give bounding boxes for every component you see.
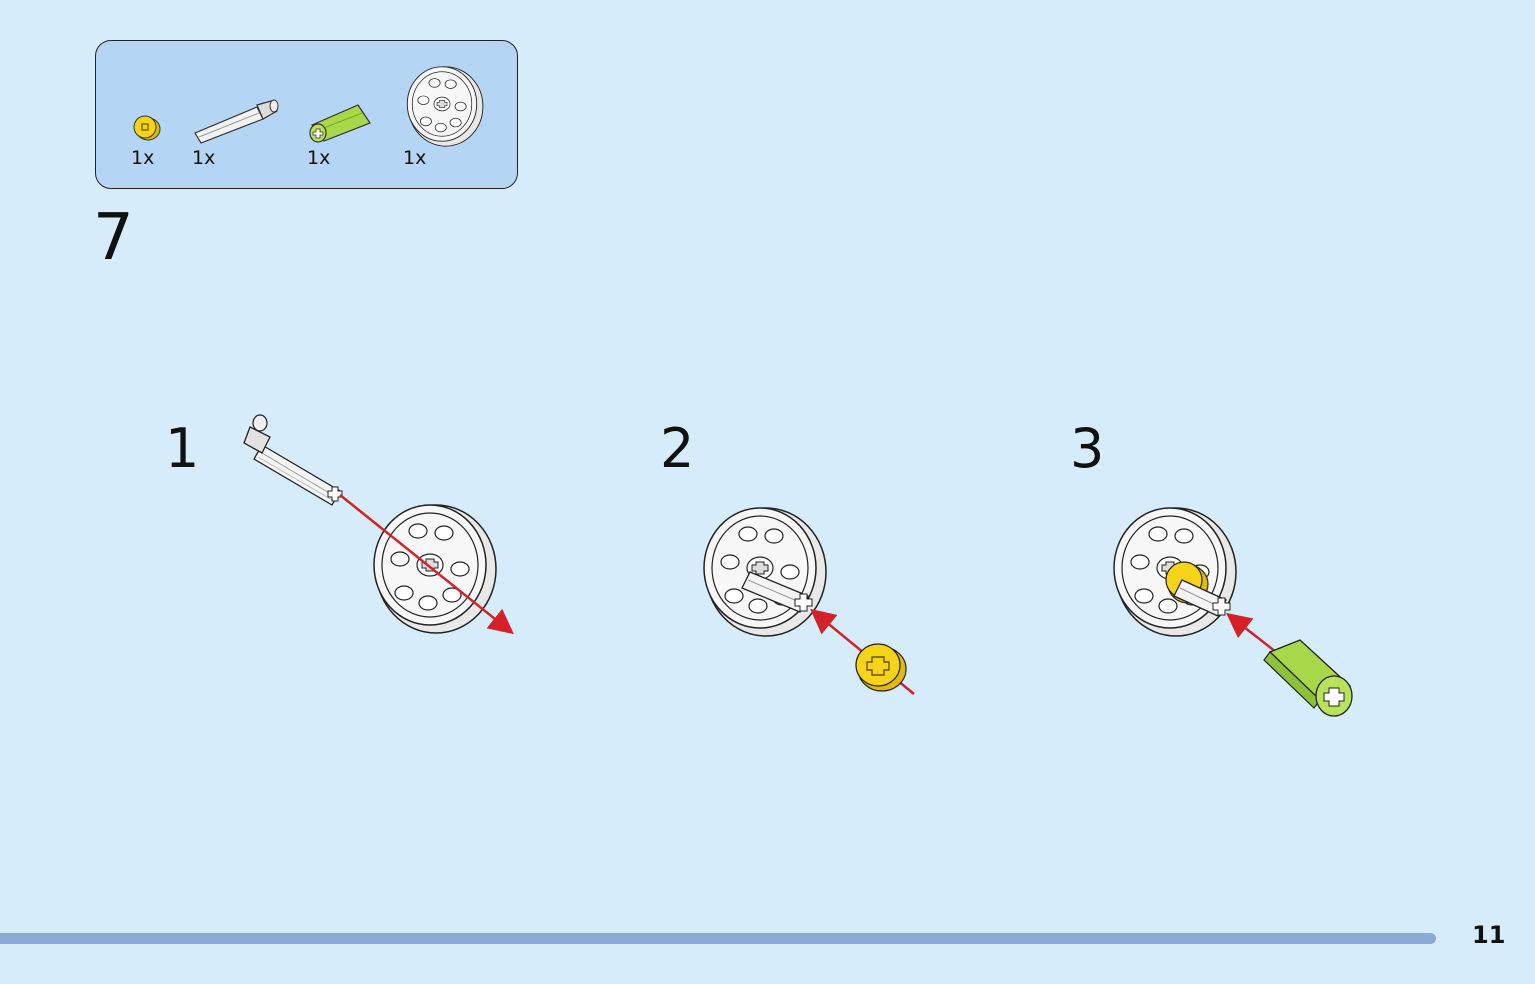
substep-3-illustration <box>1100 500 1360 730</box>
substep-3-label: 3 <box>1070 417 1105 480</box>
axle-connector-quantity: 1x <box>307 147 331 169</box>
substep-1-illustration <box>240 405 530 645</box>
axle-part <box>741 571 813 613</box>
wheel-quantity: 1x <box>403 147 427 169</box>
wheel-icon <box>404 63 484 147</box>
substep-2-label: 2 <box>660 417 695 480</box>
yellow-bush-icon <box>132 113 162 143</box>
wheel-part <box>373 504 497 634</box>
insert-arrow <box>1226 612 1277 653</box>
step-number: 7 <box>93 201 134 275</box>
axle-part <box>1173 579 1231 617</box>
lime-connector-part <box>1263 639 1353 717</box>
axle-pin-icon <box>191 99 281 144</box>
footer-progress-bar <box>0 933 1436 944</box>
parts-list-box: 1x 1x 1x 1x <box>95 40 518 189</box>
axle-pin-part <box>243 414 343 506</box>
axle-pin-quantity: 1x <box>192 147 216 169</box>
yellow-bush-part <box>855 643 907 692</box>
insert-arrow <box>339 494 514 635</box>
substep-2-illustration <box>690 500 930 710</box>
yellow-bush-quantity: 1x <box>131 147 155 169</box>
axle-connector-icon <box>306 101 376 143</box>
page-number: 11 <box>1472 921 1506 949</box>
substep-1-label: 1 <box>165 417 200 480</box>
wheel-part <box>703 507 827 637</box>
